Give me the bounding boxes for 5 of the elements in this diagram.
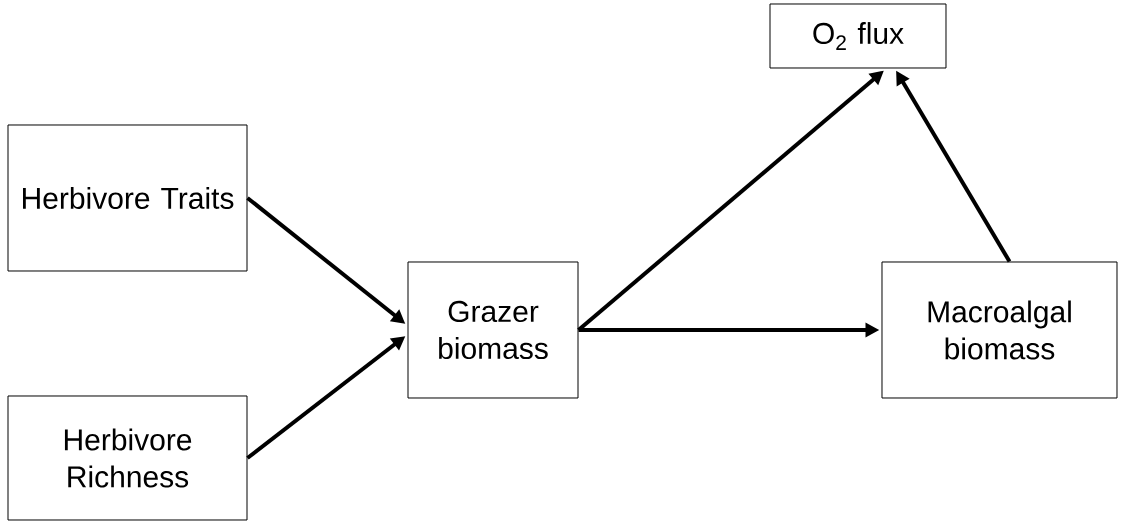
process-box: Grazer biomass xyxy=(407,261,579,399)
process-box: O$_{2}$ flux xyxy=(769,3,947,69)
process-box: Herbivore Richness xyxy=(7,395,248,521)
process-box: Herbivore Traits xyxy=(7,124,248,272)
process-box: Macroalgal biomass xyxy=(881,261,1118,399)
